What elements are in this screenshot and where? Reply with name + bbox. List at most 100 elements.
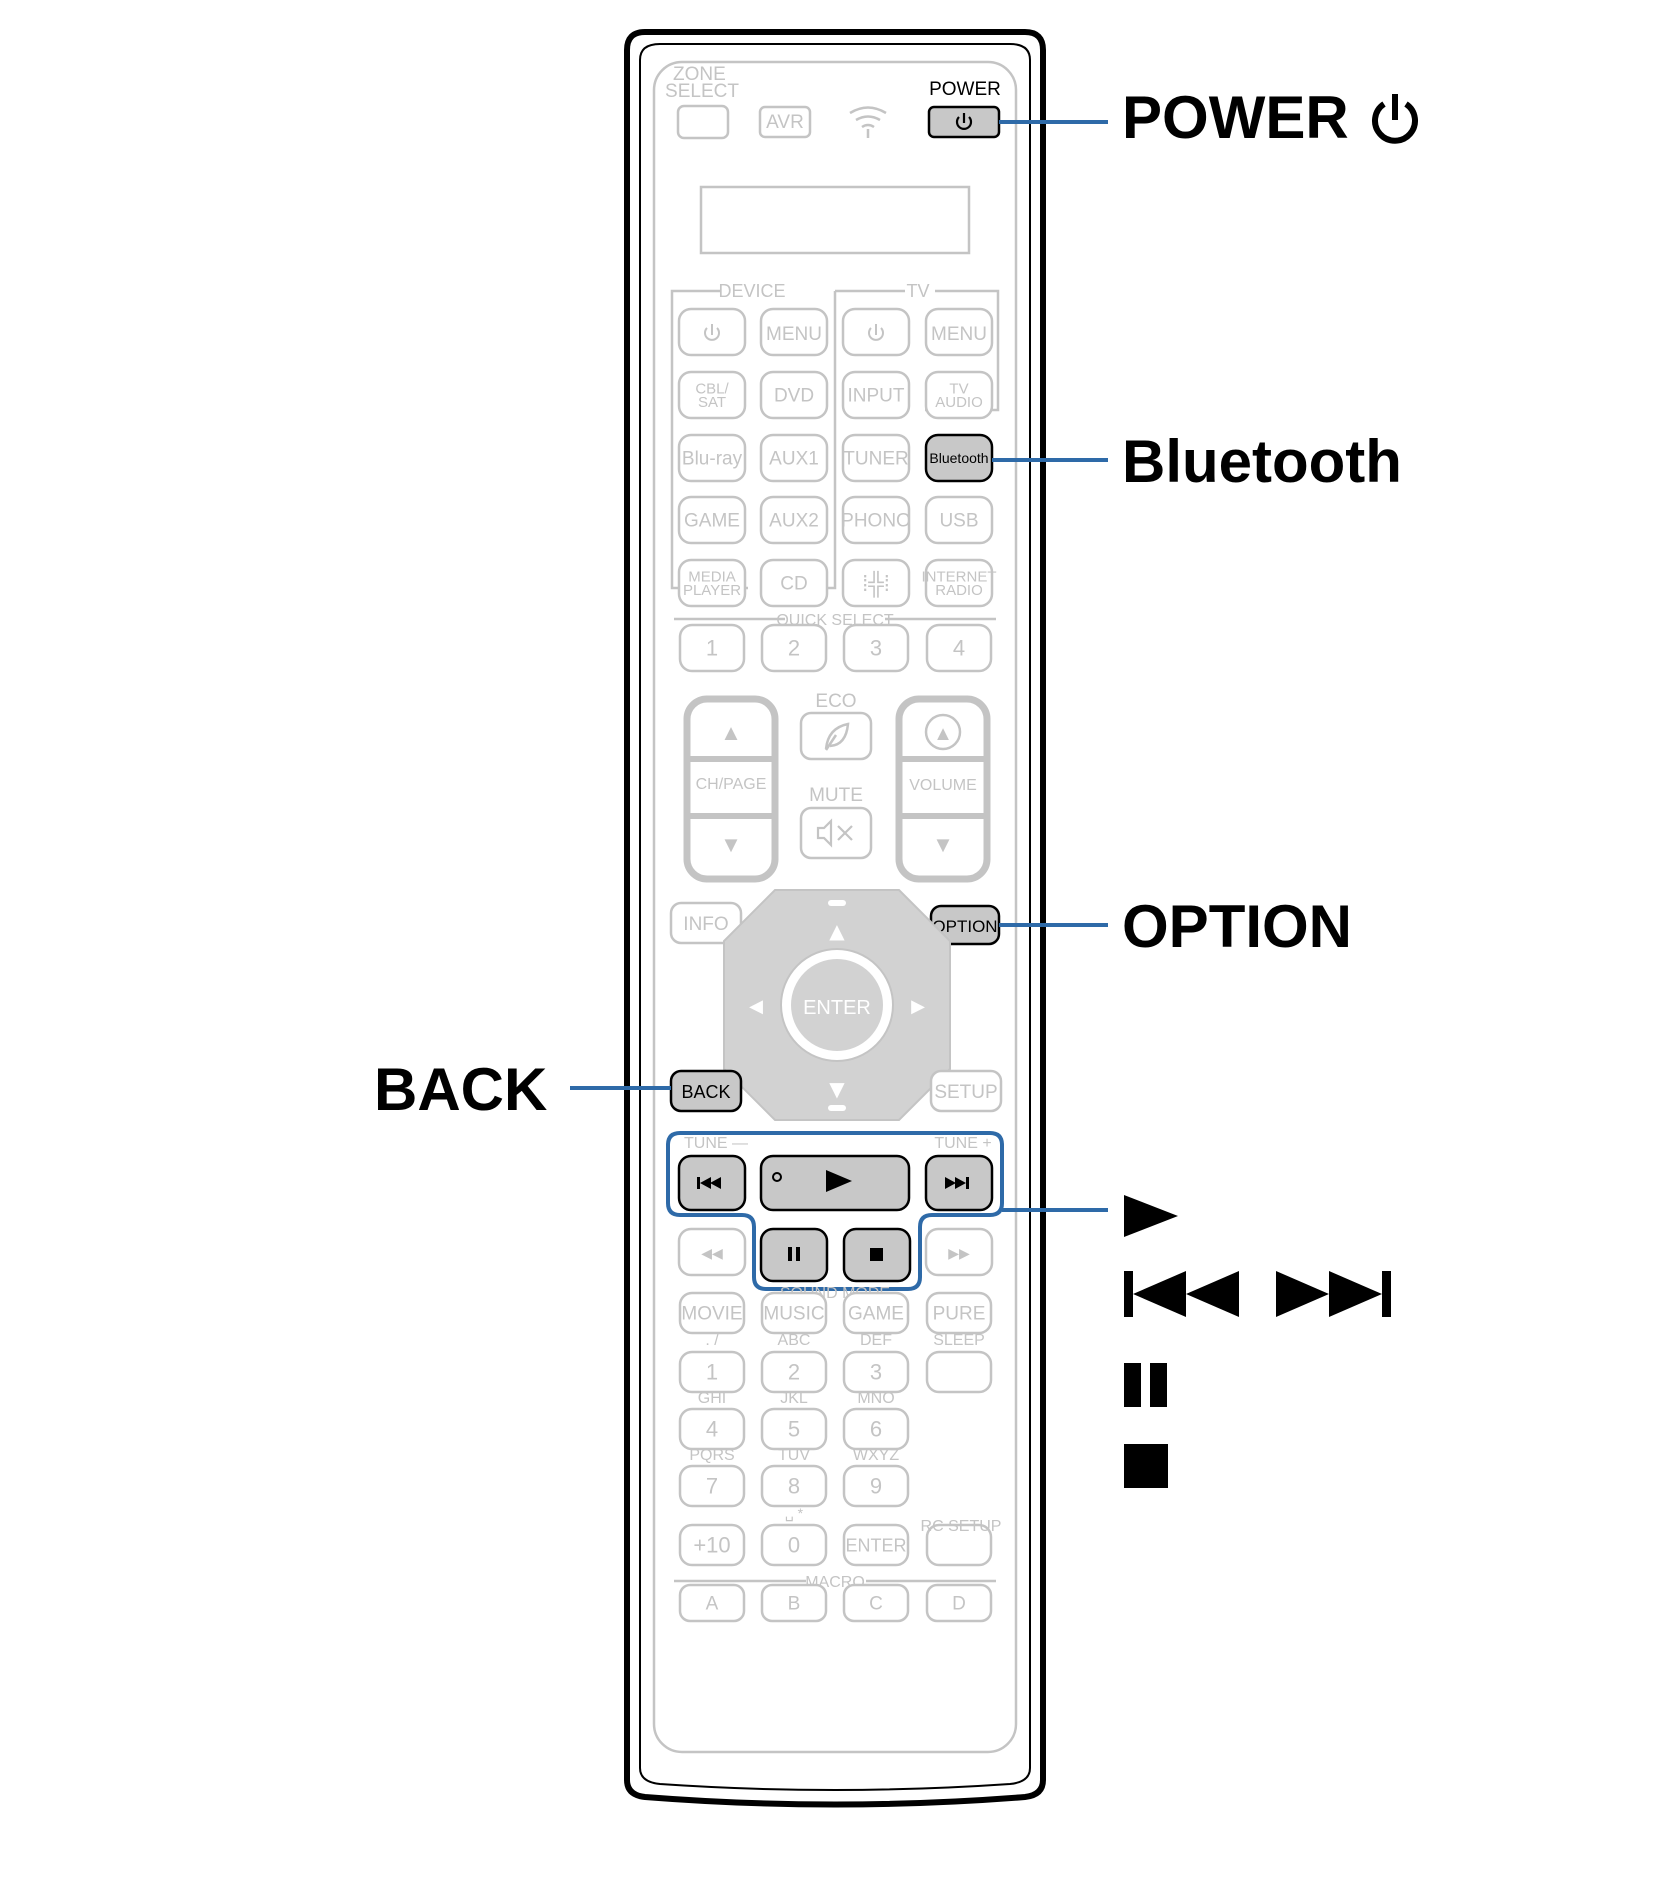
quick-select-2-button[interactable] [760, 623, 828, 673]
macro-d-button[interactable] [925, 1583, 993, 1623]
sound-mode-movie-button[interactable] [678, 1291, 746, 1335]
source-cbl-sat-label-line2: SAT [698, 394, 726, 411]
tv-menu-button[interactable] [924, 307, 994, 357]
source-input-button[interactable] [841, 370, 911, 420]
dpad-down-indicator [828, 1105, 846, 1111]
source-phono-button[interactable] [841, 495, 911, 545]
source-cd-button[interactable] [759, 558, 829, 608]
rc-setup-button[interactable] [925, 1523, 993, 1567]
ch-page-down-icon[interactable]: ▼ [720, 832, 742, 857]
pause-button[interactable] [759, 1227, 829, 1283]
zone-select-button[interactable] [676, 104, 730, 140]
info-label: INFO [683, 914, 728, 935]
source-aux1-button[interactable] [759, 433, 829, 483]
key-9-button[interactable] [842, 1464, 910, 1508]
sound-mode-music-label: MUSIC [763, 1304, 824, 1325]
sound-mode-game-button[interactable] [842, 1291, 910, 1335]
device-group-label: DEVICE [718, 281, 785, 301]
macro-a-label: A [706, 1594, 719, 1615]
key-9-label: 9 [870, 1474, 882, 1499]
back-callout: BACK [374, 1060, 547, 1120]
dpad-left-icon[interactable]: ◀ [749, 996, 763, 1017]
avr-button[interactable] [758, 105, 812, 139]
key-1-button[interactable] [678, 1350, 746, 1394]
dpad-up-icon[interactable]: ▲ [829, 919, 845, 943]
enter-button[interactable] [791, 959, 883, 1051]
pause-icon [788, 1247, 800, 1261]
source-cbl-sat-button[interactable] [677, 370, 747, 420]
dpad-down-icon[interactable]: ▼ [829, 1077, 845, 1101]
rewind-icon: ◀◀ [701, 1245, 723, 1261]
back-label: BACK [681, 1082, 730, 1102]
key-4-button[interactable] [678, 1407, 746, 1451]
source-internet-radio-button[interactable] [924, 558, 994, 608]
quick-select-4-button[interactable] [925, 623, 993, 673]
source-aux2-button[interactable] [759, 495, 829, 545]
source-tv-audio-label-line1: TV [949, 381, 968, 398]
option-label: OPTION [932, 917, 997, 936]
source-tuner-button[interactable] [841, 433, 911, 483]
key-enter-button[interactable] [842, 1523, 910, 1567]
source-media-player-button[interactable] [677, 558, 747, 608]
option-callout: OPTION [1122, 897, 1352, 957]
zone-select-line2: SELECT [665, 81, 739, 102]
quick-select-3-label: 3 [870, 636, 882, 661]
sound-mode-pure-button[interactable] [925, 1291, 993, 1335]
volume-down-icon[interactable]: ▼ [932, 832, 954, 857]
display-window [699, 185, 971, 255]
sleep-button[interactable] [925, 1350, 993, 1394]
skip-symbol-row [1122, 1244, 1400, 1344]
macro-b-button[interactable] [760, 1583, 828, 1623]
source-dvd-button[interactable] [759, 370, 829, 420]
play-indicator-dot [772, 1172, 782, 1182]
back-button[interactable] [669, 1069, 743, 1113]
sound-mode-game-label: GAME [848, 1304, 904, 1325]
ch-page-up-icon[interactable]: ▲ [720, 720, 742, 745]
skip-forward-icon [1276, 1271, 1391, 1317]
key-7-button[interactable] [678, 1464, 746, 1508]
key-1-label: 1 [706, 1360, 718, 1385]
source-blu-ray-button[interactable] [677, 433, 747, 483]
fast-forward-icon: ▶▶ [948, 1245, 970, 1261]
setup-button[interactable] [929, 1069, 1003, 1113]
mute-button[interactable] [799, 806, 873, 860]
key-3-button[interactable] [842, 1350, 910, 1394]
key-10-button[interactable] [678, 1523, 746, 1567]
sound-mode-music-button[interactable] [760, 1291, 828, 1335]
key-6-button[interactable] [842, 1407, 910, 1451]
source-usb-button[interactable] [924, 495, 994, 545]
back-callout-label: BACK [374, 1056, 548, 1123]
volume-up-icon[interactable]: ▲ [933, 723, 953, 745]
quick-select-1-label: 1 [706, 636, 718, 661]
dpad-right-icon[interactable]: ▶ [911, 996, 925, 1017]
source-heos-button[interactable] [841, 558, 911, 608]
source-tv-audio-button[interactable] [924, 370, 994, 420]
power-callout: POWER [1122, 88, 1423, 148]
fast-forward-button[interactable] [924, 1227, 994, 1277]
source-game-button[interactable] [677, 495, 747, 545]
device-menu-button[interactable] [759, 307, 829, 357]
quick-select-3-button[interactable] [842, 623, 910, 673]
source-dvd-label: DVD [774, 386, 814, 407]
avr-label: AVR [766, 112, 804, 133]
keypad-letters-pqrs: PQRS [689, 1447, 734, 1464]
key-6-label: 6 [870, 1417, 882, 1442]
key-0-button[interactable] [760, 1523, 828, 1567]
macro-c-button[interactable] [842, 1583, 910, 1623]
key-2-button[interactable] [760, 1350, 828, 1394]
macro-c-label: C [869, 1594, 883, 1615]
key-2-label: 2 [788, 1360, 800, 1385]
macro-b-label: B [788, 1594, 801, 1615]
keypad-letters-abc: ABC [778, 1332, 811, 1349]
key-8-button[interactable] [760, 1464, 828, 1508]
quick-select-1-button[interactable] [678, 623, 746, 673]
macro-a-button[interactable] [678, 1583, 746, 1623]
key-5-button[interactable] [760, 1407, 828, 1451]
rewind-button[interactable] [677, 1227, 747, 1277]
setup-label: SETUP [934, 1082, 997, 1103]
